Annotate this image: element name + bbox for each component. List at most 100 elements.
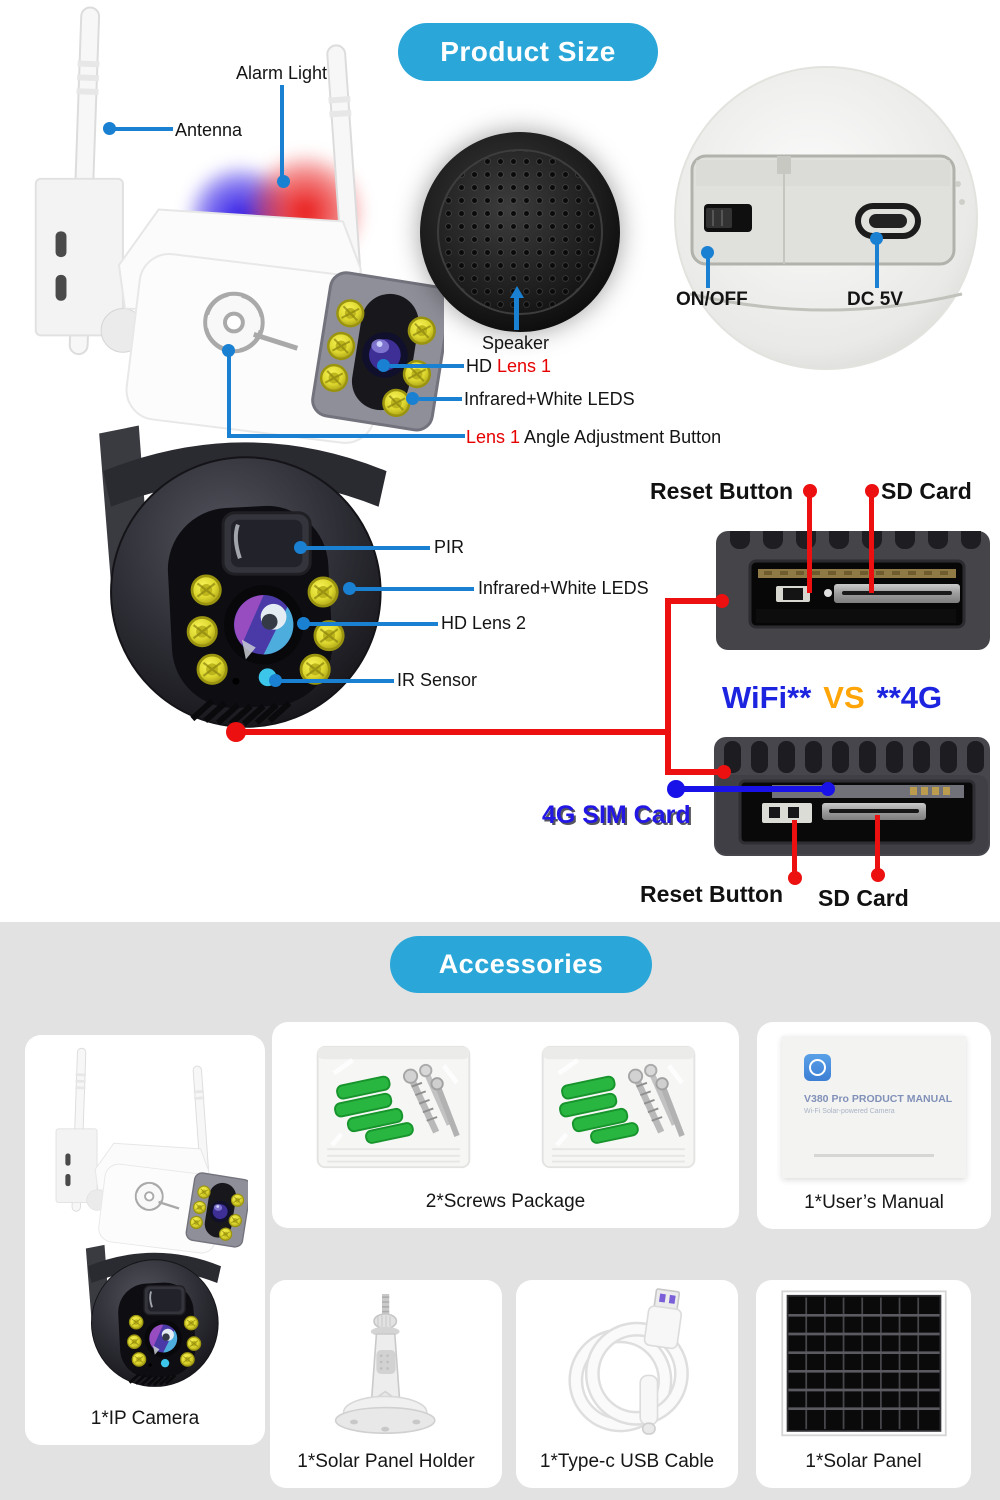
accessory-label-solar-panel: 1*Solar Panel	[805, 1451, 922, 1472]
callout-alarm-light-dot	[277, 175, 290, 188]
bottom-view-photo	[674, 66, 978, 370]
sim-sd-dot	[871, 868, 885, 882]
sim-sd-label: SD Card	[818, 885, 909, 911]
holder-illustration	[334, 1293, 436, 1434]
accessory-card-ip-camera: 1*IP Camera	[25, 1035, 265, 1445]
vs-text: VS	[823, 680, 865, 715]
screws-photos	[272, 1022, 739, 1191]
callout-hd-lens1-line	[390, 364, 464, 368]
camera-connector-hline	[236, 729, 671, 735]
sim-sd-line	[875, 815, 880, 872]
callout-leds-top-label: Infrared+White LEDS	[464, 389, 635, 409]
callout-lens1-adjust-hline	[227, 434, 465, 438]
product-size-header: Product Size	[398, 23, 658, 81]
connector-branch-bottom	[665, 769, 724, 775]
lens1-adjust-red: Lens 1	[466, 427, 521, 447]
callout-dc5v-dot	[870, 232, 883, 245]
accessory-label-manual: 1*User’s Manual	[804, 1192, 944, 1213]
wifi-sd-line	[869, 497, 874, 593]
callout-dc5v-line	[875, 241, 879, 288]
ip-camera-illustration	[43, 1046, 248, 1398]
accessory-card-screws: 2*Screws Package	[272, 1022, 739, 1228]
camera-app-icon	[804, 1054, 831, 1081]
callout-hd-lens2-line	[308, 622, 438, 626]
holder-photo	[270, 1280, 502, 1451]
camera-lens-glyph	[809, 1059, 826, 1076]
callout-alarm-light-label: Alarm Light	[236, 63, 328, 83]
accessory-label-holder: 1*Solar Panel Holder	[297, 1451, 475, 1472]
callout-lens1-adjust-label: Lens 1 Angle Adjustment Button	[466, 427, 721, 448]
sim-card-line	[676, 786, 828, 792]
callout-ir-sensor-label: IR Sensor	[397, 670, 478, 690]
sim-reset-label: Reset Button	[640, 881, 784, 907]
callout-pir-label: PIR	[434, 537, 465, 557]
manual-title: V380 Pro PRODUCT MANUAL	[804, 1093, 953, 1105]
hd-lens1-black: HD	[466, 356, 497, 376]
callout-leds-bottom-label: Infrared+White LEDS	[478, 578, 649, 598]
callout-hd-lens2-label: HD Lens 2	[441, 613, 527, 633]
camera-photo	[8, 5, 444, 749]
wifi-reset-dot	[803, 484, 817, 498]
connector-branch-bottom-dot	[717, 765, 731, 779]
callout-leds-top-dot	[406, 392, 419, 405]
accessory-label-ip-camera: 1*IP Camera	[90, 1408, 200, 1429]
accessories-header: Accessories	[390, 936, 652, 993]
accessory-card-manual: V380 Pro PRODUCT MANUAL Wi-Fi Solar-powe…	[757, 1022, 991, 1229]
callout-leds-top-line	[419, 397, 462, 401]
connector-branch-top	[665, 598, 722, 604]
accessory-label-cable: 1*Type-c USB Cable	[539, 1451, 715, 1472]
solar-panel-illustration	[780, 1289, 947, 1436]
callout-on-off-line	[706, 255, 710, 288]
callout-hd-lens1-label: HD Lens 1	[466, 356, 551, 377]
solar-panel-photo	[756, 1280, 971, 1451]
manual-subtitle: Wi-Fi Solar-powered Camera	[804, 1108, 895, 1115]
lens1-adjust-black: Angle Adjustment Button	[520, 427, 722, 447]
manual-fineprint-line	[814, 1154, 934, 1157]
callout-leds-bottom-line	[354, 587, 474, 591]
sim-card-dot-left	[667, 780, 685, 798]
callout-speaker-arrow	[510, 286, 524, 298]
cable-illustration	[568, 1288, 689, 1435]
wifi-reset-label: Reset Button	[650, 478, 794, 504]
callout-leds-bottom-dot	[343, 582, 356, 595]
callout-speaker-label: Speaker	[482, 333, 550, 353]
callout-on-off-dot	[701, 246, 714, 259]
callout-lens1-adjust-dot	[222, 344, 235, 357]
callout-hd-lens2-dot	[297, 617, 310, 630]
screws-bag-1	[311, 1043, 476, 1171]
callout-ir-sensor-line	[280, 679, 394, 683]
callout-antenna-line	[112, 127, 173, 131]
sim-slot-photo	[714, 737, 990, 856]
wifi-sd-label: SD Card	[881, 478, 972, 504]
callout-pir-dot	[294, 541, 307, 554]
accessory-card-cable: 1*Type-c USB Cable	[516, 1280, 738, 1488]
sim-card-label: 4G SIM Card	[542, 801, 691, 829]
callout-lens1-adjust-vline	[227, 353, 231, 437]
sim-reset-dot	[788, 871, 802, 885]
accessory-card-holder: 1*Solar Panel Holder	[270, 1280, 502, 1488]
callout-alarm-light-line	[280, 85, 284, 178]
callout-dc5v-label: DC 5V	[847, 289, 903, 310]
sim-reset-line	[792, 820, 797, 875]
callout-on-off-label: ON/OFF	[676, 289, 748, 310]
g4-text: **4G	[876, 680, 943, 715]
manual-cover: V380 Pro PRODUCT MANUAL Wi-Fi Solar-powe…	[782, 1036, 966, 1178]
sim-card-dot-right	[821, 782, 835, 796]
callout-speaker-line	[514, 296, 519, 330]
screws-bag-2	[536, 1043, 701, 1171]
manual-photo: V380 Pro PRODUCT MANUAL Wi-Fi Solar-powe…	[757, 1022, 991, 1192]
hd-lens1-red: Lens 1	[497, 356, 552, 376]
callout-pir-line	[306, 546, 430, 550]
wifi-slot-photo	[716, 531, 990, 650]
callout-antenna-dot	[103, 122, 116, 135]
speaker-photo	[420, 132, 620, 332]
connector-branch-top-dot	[715, 594, 729, 608]
callout-ir-sensor-dot	[269, 674, 282, 687]
wifi-vs-4g: WiFi** VS **4G	[722, 680, 942, 716]
wifi-reset-line	[807, 497, 812, 593]
accessory-label-screws: 2*Screws Package	[425, 1191, 586, 1212]
wifi-text: WiFi**	[722, 680, 812, 715]
callout-hd-lens1-dot	[377, 359, 390, 372]
cable-photo	[516, 1280, 738, 1451]
